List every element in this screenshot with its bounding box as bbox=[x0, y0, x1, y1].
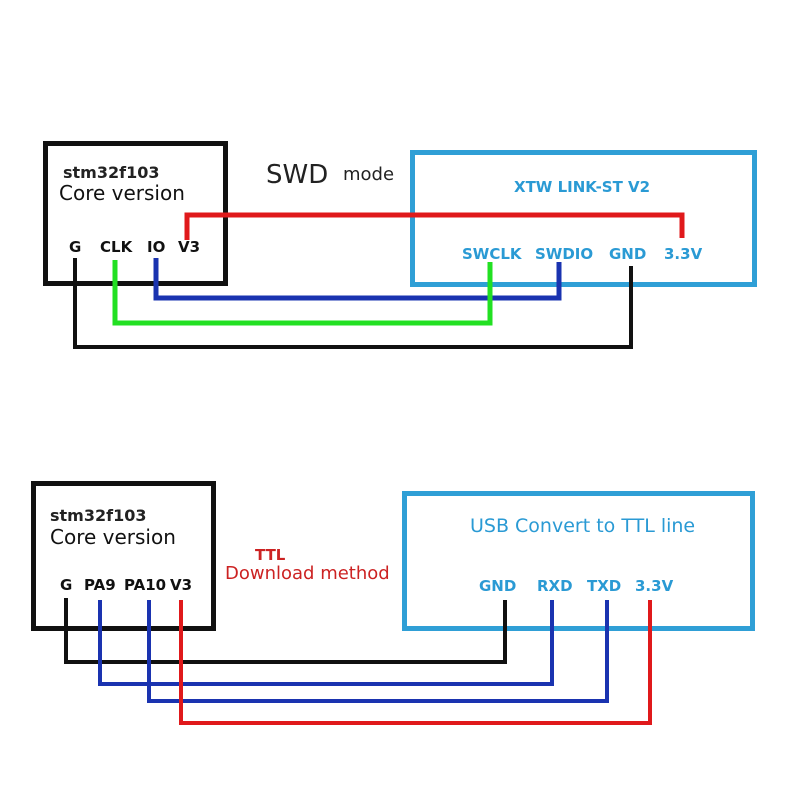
swd-wire-g-to-gnd bbox=[73, 258, 633, 349]
ttl-device-pin-3v3: 3.3V bbox=[635, 577, 674, 595]
ttl-mcu-chip-label: stm32f103 bbox=[50, 506, 147, 525]
ttl-device-pin-txd: TXD bbox=[587, 577, 622, 595]
swd-mode-suffix: mode bbox=[343, 164, 395, 185]
swd-wire-clk-to-swclk bbox=[112, 260, 493, 326]
ttl-wire-pa10-to-txd bbox=[147, 600, 609, 703]
swd-device-title: XTW LINK-ST V2 bbox=[514, 178, 651, 196]
swd-device-pin-swclk: SWCLK bbox=[462, 245, 522, 263]
ttl-wire-v3-to-3v3 bbox=[179, 600, 652, 725]
ttl-mcu-pin-g: G bbox=[60, 576, 73, 594]
swd-mcu-pin-v3: V3 bbox=[178, 238, 201, 256]
swd-wire-v3-to-3v3 bbox=[184, 212, 685, 240]
ttl-device-pin-gnd: GND bbox=[479, 577, 517, 595]
swd-mcu-chip-label: stm32f103 bbox=[63, 163, 160, 182]
swd-device-pin-gnd: GND bbox=[609, 245, 647, 263]
swd-mode-label: SWD bbox=[266, 160, 329, 190]
ttl-wire-g-to-gnd bbox=[64, 598, 507, 664]
ttl-wire-pa9-to-rxd bbox=[98, 600, 554, 686]
ttl-device-title: USB Convert to TTL line bbox=[470, 515, 696, 537]
ttl-mcu-pin-pa10: PA10 bbox=[124, 576, 167, 594]
swd-mcu-subtitle: Core version bbox=[59, 181, 185, 205]
ttl-device-box bbox=[402, 491, 755, 631]
swd-device-box bbox=[410, 150, 757, 287]
swd-device-pin-3v3: 3.3V bbox=[664, 245, 703, 263]
ttl-mcu-pin-v3: V3 bbox=[170, 576, 193, 594]
swd-device-pin-swdio: SWDIO bbox=[535, 245, 594, 263]
ttl-mode-suffix: Download method bbox=[225, 563, 390, 584]
ttl-mcu-subtitle: Core version bbox=[50, 525, 176, 549]
swd-mcu-pin-clk: CLK bbox=[100, 238, 133, 256]
ttl-mode-label: TTL bbox=[255, 546, 286, 564]
swd-wire-io-to-swdio bbox=[153, 258, 562, 301]
ttl-device-pin-rxd: RXD bbox=[537, 577, 573, 595]
swd-mcu-pin-g: G bbox=[69, 238, 82, 256]
swd-mcu-pin-io: IO bbox=[147, 238, 166, 256]
ttl-mcu-pin-pa9: PA9 bbox=[84, 576, 116, 594]
ttl-mcu-box bbox=[31, 481, 216, 631]
